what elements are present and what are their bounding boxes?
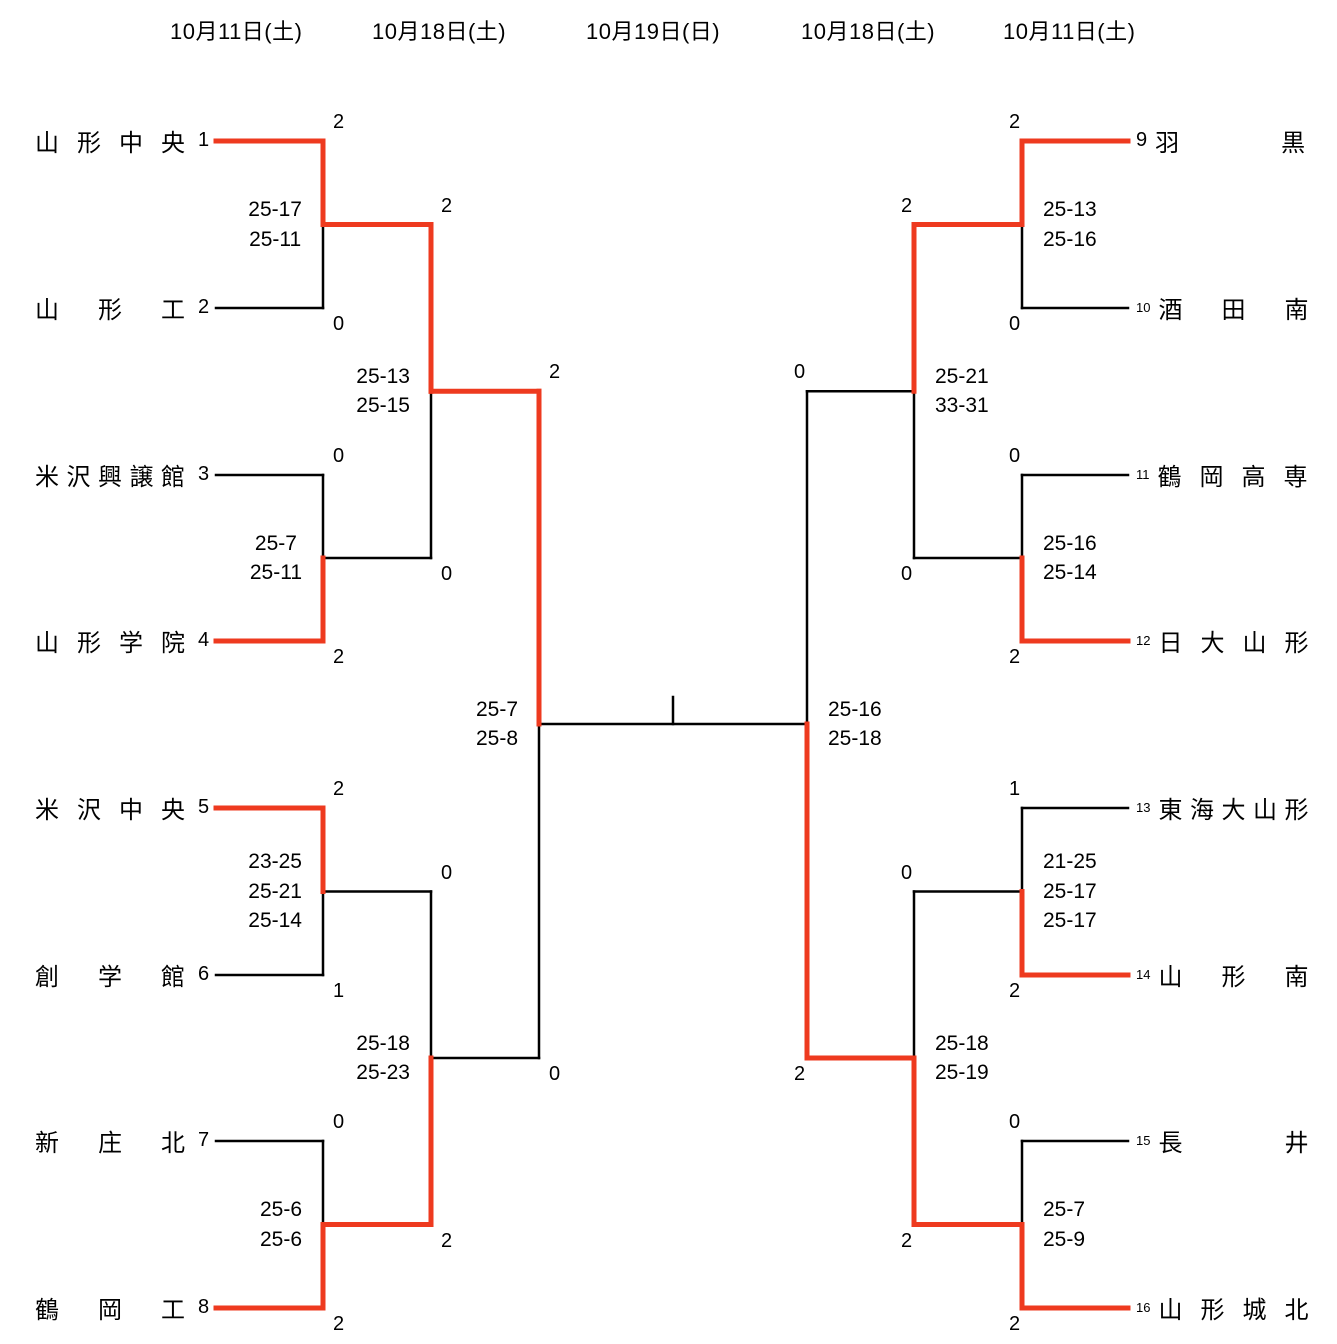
- match-score-bottom: 2: [1009, 646, 1021, 668]
- match-score-bottom: 2: [901, 1229, 913, 1252]
- team-entry: 鶴岡工 8: [35, 1291, 210, 1324]
- team-entry: 11 鶴岡高専: [1136, 458, 1308, 491]
- set-scores: 25-13 25-15: [356, 364, 410, 418]
- match-score-bottom: 0: [901, 563, 913, 585]
- set-scores: 25-7 25-9: [1043, 1198, 1086, 1251]
- match-score-top: 2: [1009, 111, 1021, 133]
- set-scores: 23-25 25-21 25-14: [248, 850, 302, 933]
- team-name: 山形南: [1158, 963, 1309, 991]
- team-name: 酒田南: [1158, 296, 1309, 324]
- team-entry: 米沢興譲館 3: [35, 458, 210, 491]
- team-seed: 16: [1136, 1299, 1151, 1315]
- set-scores: 25-13 25-16: [1043, 198, 1097, 251]
- match-score-bottom: 0: [549, 1063, 561, 1085]
- match-score-top: 0: [1009, 445, 1021, 467]
- match-score-top: 1: [1009, 778, 1021, 800]
- team-name: 山形城北: [1158, 1296, 1309, 1324]
- set-scores: 25-18 25-23: [356, 1031, 410, 1085]
- date-right-round2: 10月18日(土): [801, 19, 936, 44]
- team-entry: 米沢中央 5: [35, 791, 210, 824]
- match-score-top: 0: [794, 361, 806, 384]
- date-left-round1: 10月11日(土): [170, 19, 303, 44]
- team-name: 山形学院: [35, 629, 185, 657]
- team-seed: 12: [1136, 632, 1151, 648]
- date-left-round2: 10月18日(土): [372, 19, 507, 44]
- set-scores: 25-18 25-19: [935, 1031, 989, 1085]
- match-score-bottom: 2: [1009, 1313, 1021, 1335]
- team-name: 山形工: [35, 296, 185, 324]
- team-entry: 16 山形城北: [1136, 1291, 1309, 1324]
- team-seed: 8: [198, 1295, 210, 1318]
- match-score-top: 0: [901, 861, 913, 884]
- team-seed: 10: [1136, 299, 1151, 315]
- match-score-bottom: 2: [1009, 980, 1021, 1002]
- set-scores: 25-21 33-31: [935, 364, 989, 418]
- team-entry: 新庄北 7: [35, 1124, 210, 1157]
- match-score-bottom: 0: [1009, 313, 1021, 335]
- match-score-bottom: 1: [333, 980, 345, 1002]
- date-final: 10月19日(日): [586, 19, 721, 44]
- set-scores: 25-6 25-6: [259, 1198, 302, 1251]
- match-score-bottom: 2: [794, 1063, 806, 1085]
- match-score-bottom: 2: [441, 1229, 453, 1252]
- match-score-top: 0: [1009, 1111, 1021, 1133]
- team-name: 新庄北: [35, 1129, 185, 1157]
- team-seed: 6: [198, 962, 210, 985]
- team-entry: 山形中央 1: [35, 124, 210, 157]
- team-seed: 3: [198, 462, 210, 485]
- match-score-top: 2: [333, 111, 345, 133]
- match-score-top: 2: [549, 361, 561, 384]
- set-scores: 25-7 25-8: [475, 697, 518, 751]
- team-seed: 4: [198, 628, 210, 651]
- team-entry: 9 羽黒: [1136, 124, 1306, 157]
- match-score-top: 2: [441, 194, 453, 217]
- set-scores: 25-16 25-18: [828, 697, 882, 751]
- team-name: 羽黒: [1155, 129, 1306, 157]
- team-name: 創学館: [35, 963, 185, 991]
- team-entry: 山形工 2: [35, 291, 210, 324]
- team-seed: 11: [1136, 466, 1150, 482]
- team-seed: 13: [1136, 799, 1151, 815]
- team-entry: 山形学院 4: [35, 624, 210, 657]
- match-score-top: 0: [333, 445, 345, 467]
- team-name: 鶴岡工: [35, 1296, 185, 1324]
- team-entry: 14 山形南: [1136, 958, 1309, 991]
- team-entry: 12 日大山形: [1136, 624, 1309, 657]
- team-name: 米沢興譲館: [35, 463, 185, 491]
- match-score-bottom: 2: [333, 646, 345, 668]
- team-name: 米沢中央: [35, 796, 185, 824]
- set-scores: 25-17 25-11: [248, 198, 302, 251]
- team-seed: 1: [198, 128, 210, 151]
- date-right-round1: 10月11日(土): [1003, 19, 1136, 44]
- match-score-bottom: 2: [333, 1313, 345, 1335]
- match-score-top: 2: [333, 778, 345, 800]
- team-entry: 10 酒田南: [1136, 291, 1309, 324]
- match-score-top: 2: [901, 194, 913, 217]
- team-name: 東海大山形: [1158, 796, 1309, 824]
- team-name: 山形中央: [35, 129, 185, 157]
- set-scores: 25-7 25-11: [249, 531, 302, 585]
- team-seed: 7: [198, 1128, 210, 1151]
- match-score-top: 0: [333, 1111, 345, 1133]
- match-score-top: 0: [441, 861, 453, 884]
- team-seed: 2: [198, 295, 210, 318]
- team-seed: 14: [1136, 966, 1151, 982]
- team-name: 鶴岡高専: [1157, 463, 1308, 491]
- team-entry: 15 長井: [1136, 1124, 1309, 1157]
- set-scores: 25-16 25-14: [1043, 531, 1097, 585]
- team-seed: 15: [1136, 1132, 1151, 1148]
- match-score-bottom: 0: [441, 563, 453, 585]
- team-seed: 9: [1136, 128, 1148, 151]
- match-score-bottom: 0: [333, 313, 345, 335]
- set-scores: 21-25 25-17 25-17: [1043, 850, 1097, 933]
- team-entry: 創学館 6: [35, 958, 210, 991]
- team-name: 長井: [1158, 1129, 1309, 1157]
- team-name: 日大山形: [1158, 629, 1309, 657]
- team-entry: 13 東海大山形: [1136, 791, 1309, 824]
- team-seed: 5: [198, 795, 210, 818]
